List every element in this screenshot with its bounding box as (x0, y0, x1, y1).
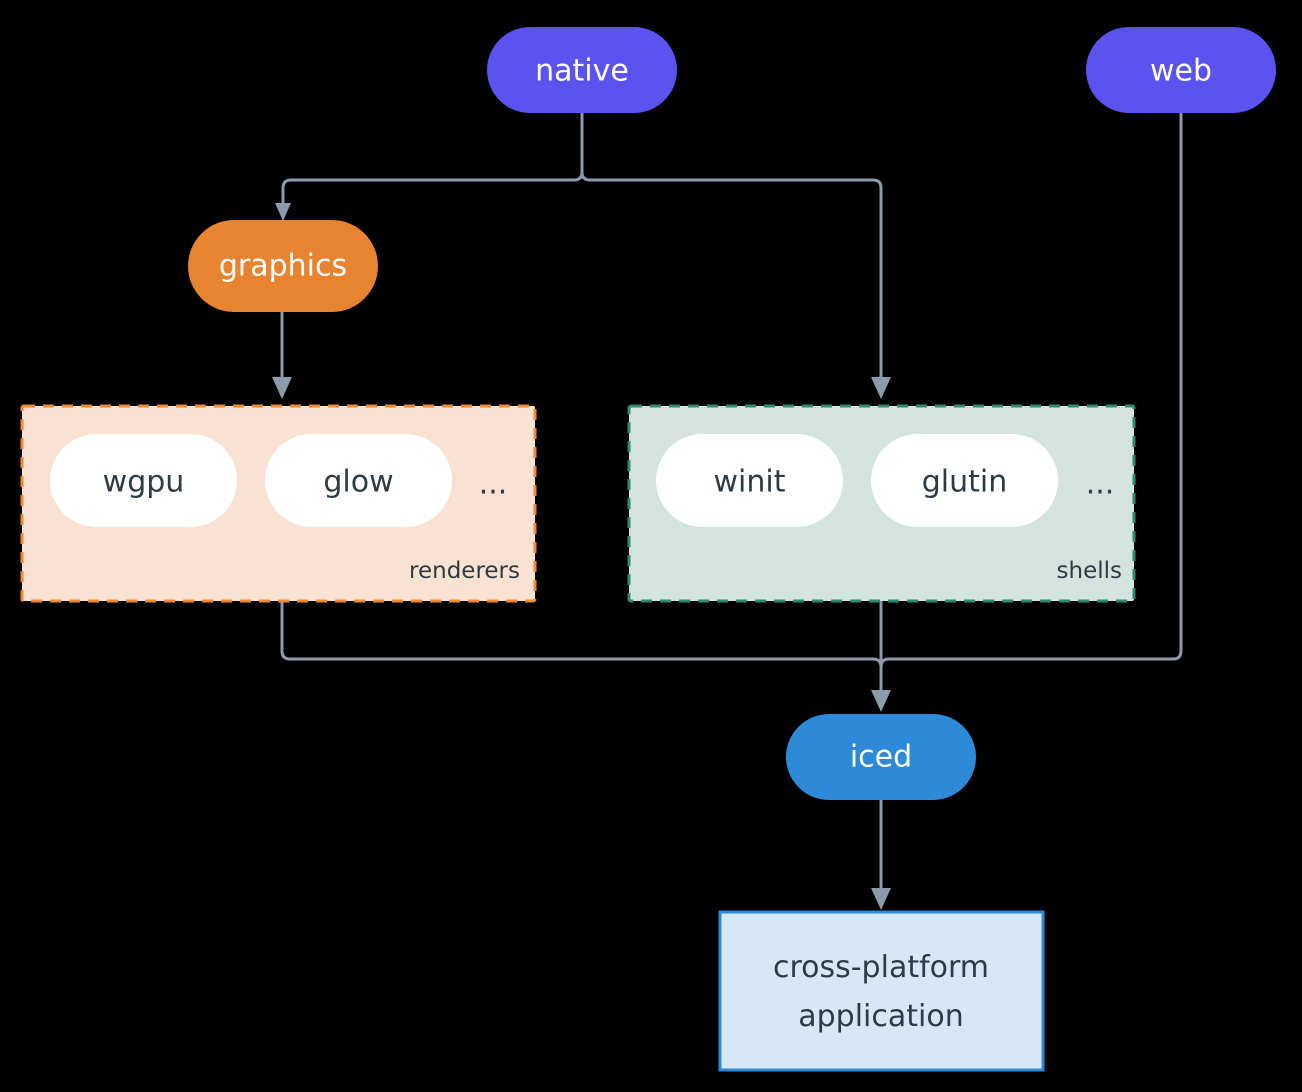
node-native-label: native (535, 54, 629, 89)
cluster-renderers-label: renderers (409, 558, 520, 584)
cluster-item-wgpu[interactable]: wgpu (50, 434, 237, 527)
cluster-shells-ellipsis: ... (1086, 467, 1115, 502)
cluster-renderers-ellipsis: ... (479, 467, 508, 502)
cluster-item-glow-shape (265, 434, 452, 527)
node-web-label: web (1150, 54, 1212, 89)
node-application-shape (718, 910, 1045, 1072)
cluster-shells-label: shells (1057, 558, 1122, 584)
node-native[interactable]: native (487, 27, 677, 113)
node-application-label-line2: application (798, 999, 963, 1034)
arrow-head-icon (871, 888, 891, 910)
cluster-item-wgpu-shape (50, 434, 237, 527)
arrow-head-icon (275, 203, 291, 221)
node-graphics-label: graphics (219, 249, 347, 284)
cluster-item-winit-label: winit (714, 465, 786, 500)
node-iced-shape (786, 714, 976, 800)
cluster-item-glutin-label: glutin (922, 465, 1008, 500)
node-application-label-line1: cross-platform (773, 950, 989, 985)
arrow-head-icon (871, 690, 891, 712)
cluster-renderers[interactable]: wgpu glow ... renderers (20, 404, 537, 603)
arrow-head-icon (272, 377, 292, 399)
cluster-item-glutin-shape (871, 434, 1058, 527)
edge-web-to-iced (879, 113, 1183, 695)
node-application[interactable]: cross-platform application (718, 910, 1045, 1072)
edge-layer (272, 113, 1183, 910)
arrow-head-icon (871, 377, 891, 399)
node-web-shape (1086, 27, 1276, 113)
cluster-item-wgpu-label: wgpu (103, 465, 185, 500)
cluster-shells[interactable]: winit glutin ... shells (627, 404, 1136, 603)
node-web[interactable]: web (1086, 27, 1276, 113)
edge-iced-to-application (871, 800, 891, 910)
node-native-shape (487, 27, 677, 113)
edge-native-to-shells (580, 113, 891, 399)
cluster-item-winit-shape (656, 434, 843, 527)
node-graphics[interactable]: graphics (188, 220, 378, 312)
node-iced[interactable]: iced (786, 714, 976, 800)
edge-native-to-graphics (275, 113, 584, 221)
node-iced-label: iced (850, 740, 912, 775)
node-graphics-shape (188, 220, 378, 312)
cluster-item-glow[interactable]: glow (265, 434, 452, 527)
edge-renderers-to-iced (280, 601, 883, 695)
edge-graphics-to-renderers (272, 312, 292, 399)
cluster-item-glow-label: glow (323, 465, 393, 500)
cluster-item-glutin[interactable]: glutin (871, 434, 1058, 527)
cluster-item-winit[interactable]: winit (656, 434, 843, 527)
edge-shells-to-iced (871, 601, 891, 712)
